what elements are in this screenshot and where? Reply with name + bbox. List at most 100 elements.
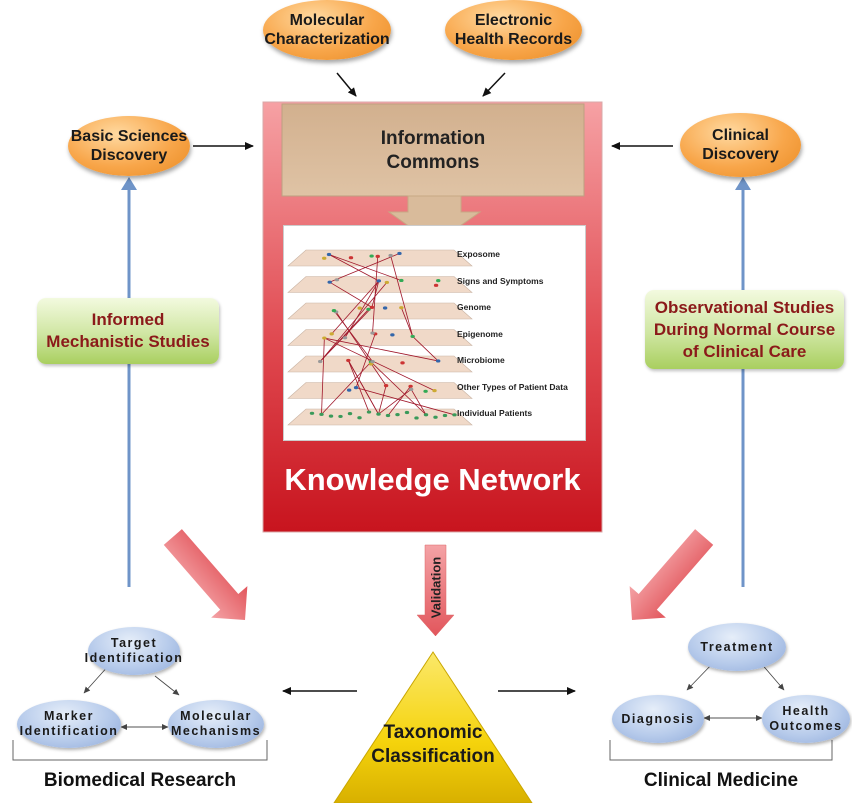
ehr-node: Electronic Health Records	[445, 0, 582, 60]
network-node	[375, 254, 380, 258]
network-node	[326, 252, 332, 257]
network-link	[400, 307, 414, 337]
layer-plane	[287, 249, 473, 267]
target-identification-node: Target Identification	[85, 627, 182, 675]
diagnosis-label: Diagnosis	[621, 711, 695, 726]
network-node	[436, 279, 441, 283]
network-node	[322, 256, 327, 260]
network-node	[357, 416, 362, 420]
network-node	[346, 358, 351, 363]
layer-label: Individual Patients	[457, 408, 533, 418]
information-commons-label: Information Commons	[380, 128, 486, 173]
network-link	[387, 386, 411, 416]
red-arrow-left	[163, 529, 248, 620]
network-node	[383, 384, 389, 388]
network-node	[370, 331, 375, 335]
network-node	[342, 336, 348, 340]
treatment-node: Treatment	[688, 623, 786, 671]
network-node	[357, 306, 362, 310]
network-node	[347, 412, 353, 416]
taxonomic-label: Taxonomic Classification	[371, 722, 495, 767]
network-node	[388, 253, 393, 258]
molecular-characterization-node: Molecular Characterization	[263, 0, 391, 60]
network-node	[328, 414, 334, 418]
network-node	[369, 305, 375, 309]
network-node	[384, 280, 390, 285]
network-link	[329, 281, 373, 308]
biomedical-caption: Biomedical Research	[43, 770, 237, 791]
network-node	[309, 411, 315, 415]
layer-label: Other Types of Patient Data	[457, 381, 568, 392]
network-node	[423, 389, 428, 393]
network-node	[433, 283, 439, 287]
network-link	[378, 385, 387, 415]
ehr-label: Electronic Health Records	[454, 12, 573, 48]
network-link	[331, 280, 380, 335]
network-link	[324, 337, 435, 392]
network-node	[331, 309, 337, 313]
network-link	[355, 333, 376, 388]
biomedical-bracket	[12, 740, 268, 761]
network-link	[324, 337, 439, 362]
network-link	[347, 360, 379, 415]
basic-sciences-label: Basic Sciences Discovery	[70, 128, 188, 164]
network-node	[346, 388, 352, 392]
right-blue-head	[735, 177, 751, 190]
network-node	[442, 413, 448, 418]
network-node	[408, 384, 413, 388]
network-node	[329, 332, 334, 336]
observational-studies-box: Observational Studies During Normal Cour…	[645, 290, 844, 369]
bio-arrow-2	[154, 675, 180, 696]
layer-plane	[287, 329, 473, 346]
layer-plane	[287, 355, 473, 373]
network-node	[317, 359, 323, 364]
network-node	[435, 359, 441, 363]
network-node	[400, 361, 405, 365]
network-node	[399, 278, 404, 283]
taxonomic-triangle	[333, 651, 533, 803]
network-node	[395, 413, 400, 417]
red-arrow-right	[629, 529, 714, 620]
layer-label: Epigenome	[457, 328, 503, 339]
marker-identification-label: Marker Identification	[19, 709, 119, 738]
network-node	[366, 307, 371, 311]
network-link	[333, 310, 373, 362]
molecular-characterization-label: Molecular Characterization	[264, 12, 390, 48]
arrow-ehr	[482, 72, 506, 97]
network-node	[397, 251, 402, 256]
layer-label: Signs and Symptoms	[457, 275, 544, 286]
layers-panel	[283, 225, 586, 441]
clinical-discovery-node: Clinical Discovery	[680, 113, 801, 177]
network-link	[328, 254, 379, 282]
network-node	[366, 410, 372, 414]
network-node	[423, 413, 429, 417]
network-node	[376, 412, 381, 416]
network-link	[370, 361, 427, 416]
network-node	[376, 279, 382, 283]
informed-mechanistic-box: Informed Mechanistic Studies	[37, 298, 219, 364]
layer-label: Exposome	[457, 249, 500, 259]
health-outcomes-node: Health Outcomes	[762, 695, 850, 743]
network-node	[404, 410, 410, 415]
network-link	[321, 338, 325, 415]
molecular-mechanisms-label: Molecular Mechanisms	[170, 709, 262, 738]
left-blue-head	[121, 177, 137, 190]
network-node	[368, 362, 374, 366]
network-node	[433, 415, 438, 419]
molecular-mechanisms-node: Molecular Mechanisms	[168, 700, 264, 748]
layer-label: Genome	[457, 302, 492, 312]
basic-sciences-node: Basic Sciences Discovery	[68, 116, 190, 176]
layer-plane	[287, 408, 473, 426]
network-node	[408, 387, 414, 391]
clinical-caption: Clinical Medicine	[643, 770, 799, 791]
network-link	[329, 253, 400, 283]
diagnosis-node: Diagnosis	[612, 695, 704, 743]
network-node	[370, 360, 375, 364]
network-node	[410, 334, 415, 339]
network-node	[319, 412, 324, 416]
network-link	[371, 280, 380, 308]
arrow-molecular	[336, 72, 357, 97]
informed-mechanistic-label: Informed Mechanistic Studies	[46, 310, 210, 351]
validation-arrow	[416, 544, 455, 637]
